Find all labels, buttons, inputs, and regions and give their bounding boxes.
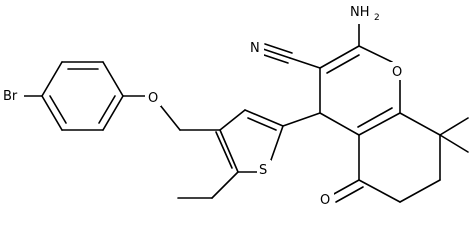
- gem-dimethyl: [439, 117, 469, 153]
- thiophene-c4-bond: [282, 112, 321, 127]
- ether-oxygen-label: O: [148, 91, 158, 106]
- thiophene-sulfur-label: S: [259, 163, 267, 178]
- cyclohexanone-ring: [358, 112, 441, 203]
- ether-linker: [122, 95, 221, 131]
- molecule-diagram: Br O S N O O NH 2: [2, 4, 469, 208]
- thiophene-ring: [215, 109, 284, 173]
- amino-subscript: 2: [374, 13, 380, 23]
- ketone-group: [331, 179, 364, 203]
- pyran-oxygen-label: O: [392, 65, 402, 80]
- ketone-oxygen-label: O: [320, 193, 330, 208]
- bromine-label: Br: [3, 89, 18, 104]
- ethyl-group: [177, 171, 239, 199]
- nitrile-group: [260, 43, 321, 69]
- bromophenyl-ring: [41, 61, 124, 131]
- amino-label: NH: [350, 5, 370, 20]
- structure-svg: Br O S N O O NH 2: [2, 4, 469, 208]
- nitrile-nitrogen-label: N: [250, 41, 260, 56]
- pyran-ring: [319, 45, 401, 136]
